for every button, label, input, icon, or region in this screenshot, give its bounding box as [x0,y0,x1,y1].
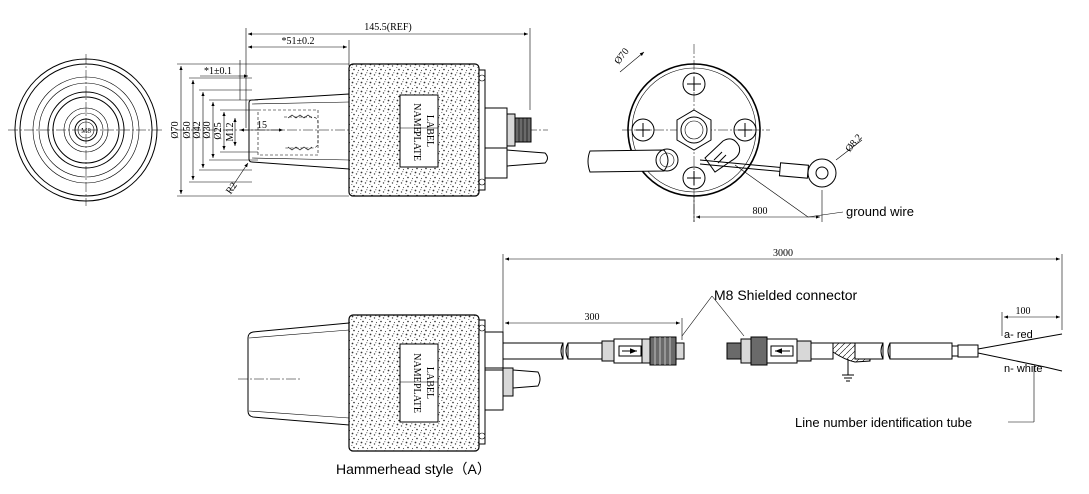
name-plate-name: NAME [411,103,422,132]
assembly-plate-label: LABEL [424,367,435,399]
dim-end-dia-70: Ø70 [612,46,631,66]
dim-connector-distance: 300 [585,312,600,323]
dim-step: *1±0.1 [204,66,232,77]
dim-strip-length: 100 [1016,306,1031,317]
front-center-label: M8 [81,127,91,135]
dim-dia-70: Ø70 [170,121,181,138]
assembly-plate-plate: PLATE [411,383,422,413]
wire-red-label: a- red [1004,329,1033,341]
dim-thread-length: 15 [257,120,267,131]
dim-dia-30: Ø30 [202,121,213,138]
name-plate-label: LABEL [424,115,435,147]
side-view: LABEL NAME PLATE 145.5(REF) *51±0.2 *1±0… [170,22,548,197]
assembly-view: LABEL NAME PLATE [238,248,1063,477]
wire-white-label: n- white [1004,363,1043,375]
dim-dia-50: Ø50 [182,121,193,138]
assembly-plate-name: NAME [411,353,422,382]
dim-overall-length: 145.5(REF) [364,22,412,33]
id-tube-label: Line number identification tube [795,415,972,430]
dim-ground-wire-length: 800 [753,206,768,217]
dim-dia-42: Ø42 [192,121,203,138]
name-plate-plate: PLATE [411,131,422,161]
front-view: M8 [8,54,164,206]
dim-body-offset: *51±0.2 [282,36,315,47]
style-caption: Hammerhead style（A） [336,461,491,477]
dim-cable-length: 3000 [773,248,793,259]
end-view: Ø70 Ø8.2 800 ground wire [587,44,914,222]
dim-radius: R2 [224,181,240,197]
ground-wire-label: ground wire [846,204,914,219]
dim-dia-25: Ø25 [213,122,224,139]
dim-lug-dia: Ø8.2 [844,132,865,154]
dim-thread: M12 [225,123,236,142]
connector-label: M8 Shielded connector [714,287,858,303]
name-plate [399,94,439,168]
